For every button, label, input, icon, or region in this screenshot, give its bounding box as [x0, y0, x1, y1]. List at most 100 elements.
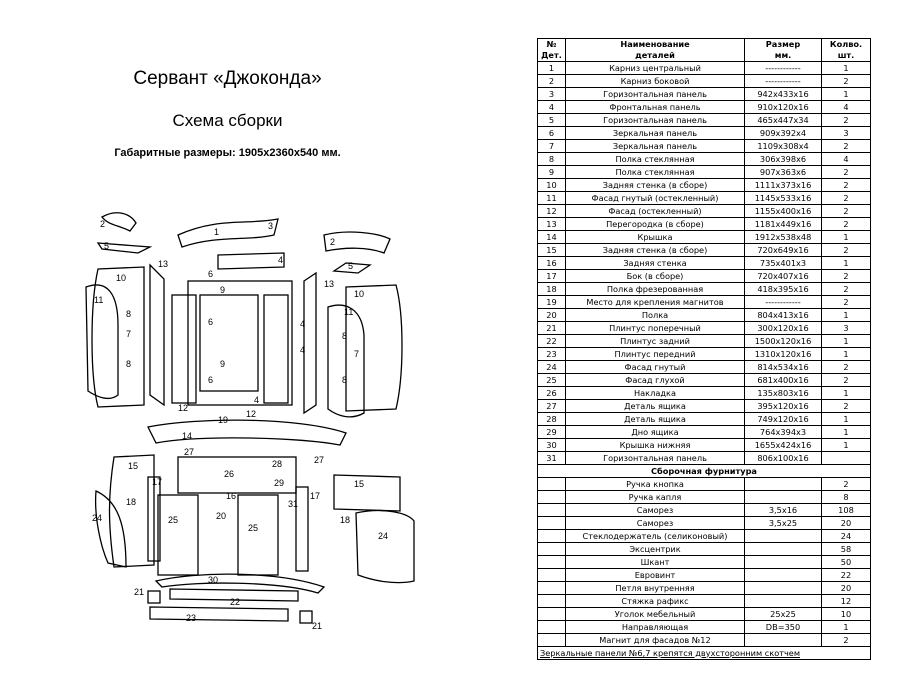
callout-number: 5	[348, 261, 353, 271]
callout-number: 18	[340, 515, 350, 525]
callout-number: 29	[274, 478, 284, 488]
plinth-23	[149, 606, 289, 622]
callout-number: 9	[220, 359, 225, 369]
hardware-name: Стеклодержатель (селиконовый)	[565, 529, 745, 543]
part-size: 1145х533х16	[744, 191, 822, 205]
hardware-name: Магнит для фасадов №12	[565, 633, 745, 647]
part-name: Полка	[565, 308, 745, 322]
part-qty: 1	[821, 256, 871, 270]
hardware-qty: 20	[821, 581, 871, 595]
part-size: 735х401х3	[744, 256, 822, 270]
hardware-size: 3,5х16	[744, 503, 822, 517]
hardware-qty: 12	[821, 594, 871, 608]
callout-number: 15	[354, 479, 364, 489]
plinth-22	[169, 588, 299, 602]
part-name: Полка стеклянная	[565, 152, 745, 166]
part-number: 27	[537, 399, 566, 413]
callout-number: 23	[186, 613, 196, 623]
part-size: 1912х538х48	[744, 230, 822, 244]
callout-number: 8	[126, 359, 131, 369]
hardware-size	[744, 529, 822, 543]
callout-number: 12	[246, 409, 256, 419]
hardware-name: Петля внутренняя	[565, 581, 745, 595]
part-qty: 1	[821, 425, 871, 439]
callout-number: 12	[178, 403, 188, 413]
part-qty: 4	[821, 100, 871, 114]
hardware-qty: 108	[821, 503, 871, 517]
part-size: 418х395х16	[744, 282, 822, 296]
hardware-size	[744, 594, 822, 608]
part-name: Накладка	[565, 386, 745, 400]
hardware-qty: 58	[821, 542, 871, 556]
part-qty: 2	[821, 178, 871, 192]
part-qty: 1	[821, 308, 871, 322]
part-qty: 2	[821, 165, 871, 179]
callout-number: 4	[300, 319, 305, 329]
part-qty: 2	[821, 282, 871, 296]
part-size: 749х120х16	[744, 412, 822, 426]
part-name: Фасад глухой	[565, 373, 745, 387]
callout-number: 26	[224, 469, 234, 479]
right-curved-facade	[327, 304, 365, 418]
part-name: Фасад гнутый	[565, 360, 745, 374]
part-number: 1	[537, 61, 566, 75]
part-qty: 1	[821, 438, 871, 452]
hardware-size	[744, 633, 822, 647]
hardware-qty: 2	[821, 633, 871, 647]
part-size: 942х433х16	[744, 87, 822, 101]
part-size: 395х120х16	[744, 399, 822, 413]
part-qty: 2	[821, 295, 871, 309]
assembly-note: Зеркальные панели №6,7 крепятся двухстор…	[537, 646, 871, 660]
part-qty: 1	[821, 61, 871, 75]
callout-number: 21	[134, 587, 144, 597]
part-size: 720х649х16	[744, 243, 822, 257]
page-subtitle: Схема сборки	[172, 111, 283, 130]
part-name: Фасад гнутый (остекленный)	[565, 191, 745, 205]
part-name: Фронтальная панель	[565, 100, 745, 114]
part-qty: 2	[821, 399, 871, 413]
hardware-size	[744, 477, 822, 491]
part-qty: 2	[821, 217, 871, 231]
part-size: 1109х308х4	[744, 139, 822, 153]
callout-number: 2	[100, 219, 105, 229]
hardware-qty: 8	[821, 490, 871, 504]
callout-number: 4	[300, 345, 305, 355]
callout-number: 6	[208, 375, 213, 385]
part-size: ------------	[744, 295, 822, 309]
hardware-name: Шкант	[565, 555, 745, 569]
part-name: Деталь ящика	[565, 399, 745, 413]
part-number: 9	[537, 165, 566, 179]
part-size: 1111х373х16	[744, 178, 822, 192]
part-number: 16	[537, 256, 566, 270]
part-size: 764х394х3	[744, 425, 822, 439]
callout-number: 8	[126, 309, 131, 319]
overall-dimensions: Габаритные размеры: 1905х2360х540 мм.	[114, 147, 341, 159]
hardware-size: 3,5х25	[744, 516, 822, 530]
hardware-name: Саморез	[565, 503, 745, 517]
part-size: 1655х424х16	[744, 438, 822, 452]
part-size: ------------	[744, 61, 822, 75]
hardware-name: Саморез	[565, 516, 745, 530]
hardware-number	[537, 633, 566, 647]
part-qty: 4	[821, 152, 871, 166]
part-size: 804х413х16	[744, 308, 822, 322]
callout-number: 25	[248, 523, 258, 533]
hardware-size	[744, 568, 822, 582]
part-number: 14	[537, 230, 566, 244]
hardware-name: Евровинт	[565, 568, 745, 582]
callout-number: 6	[208, 269, 213, 279]
hardware-size: 25х25	[744, 607, 822, 621]
part-qty: 2	[821, 269, 871, 283]
right-back-15	[333, 474, 401, 512]
part-name: Место для крепления магнитов	[565, 295, 745, 309]
